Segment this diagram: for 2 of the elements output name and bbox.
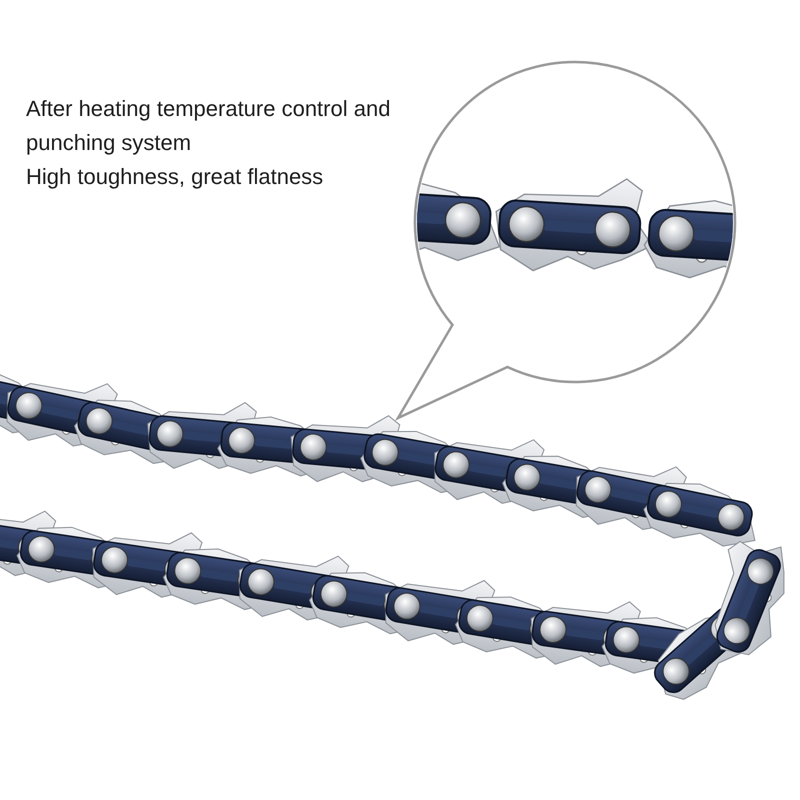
description-text: High toughness, great flatness xyxy=(26,163,324,191)
description-text: After heating temperature control and punching system xyxy=(26,95,392,157)
